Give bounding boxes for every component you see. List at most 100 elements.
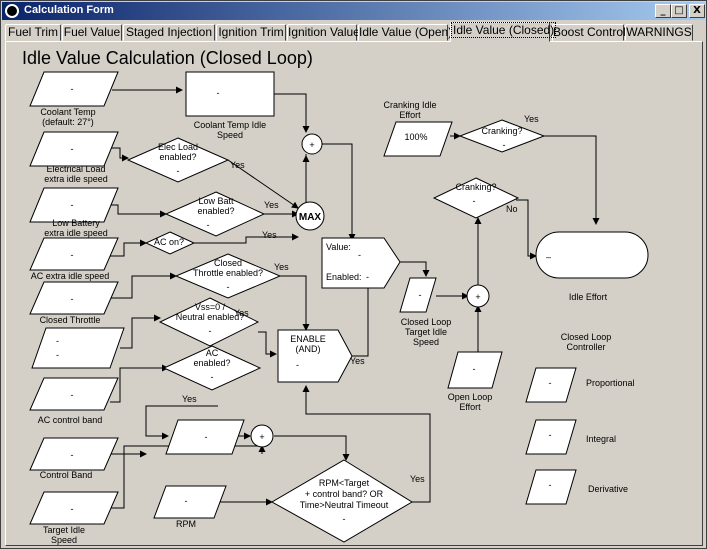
proportional-input[interactable]: - Proportional — [525, 367, 635, 403]
coolant-idle-speed-value: - — [217, 88, 220, 98]
closed-throttle-dec-value: - — [227, 282, 230, 292]
control-band-input[interactable]: - Control Band — [29, 437, 119, 480]
tab-warnings[interactable]: WARNINGS — [625, 24, 693, 41]
idle-value-flow-diagram: Idle Value Calculation (Closed Loop) — [22, 48, 649, 545]
electrical-load-input[interactable]: - Electrical Load extra idle speed — [29, 131, 119, 184]
closed-throttle-decision: Closed Throttle enabled? - Yes — [174, 253, 289, 299]
target-idle-value: - — [71, 504, 74, 514]
tab-label: WARNINGS — [626, 25, 692, 39]
cranking-idle-effort[interactable]: Cranking Idle Effort 100% — [383, 100, 453, 157]
open-loop-effort[interactable]: - Open Loop Effort — [447, 351, 503, 412]
tab-idle-value-open[interactable]: Idle Value (Open) — [358, 24, 452, 41]
ac-extra-value: - — [71, 250, 74, 260]
electrical-load-value: - — [71, 144, 74, 154]
closed-throttle-label: Closed Throttle — [40, 315, 101, 325]
closed-loop-target-label-2: Target Idle — [405, 327, 447, 337]
low-battery-label: Low Battery — [52, 218, 100, 228]
maximize-button[interactable]: □ — [671, 4, 687, 18]
ac-dec-value: - — [211, 372, 214, 382]
ac-label: AC — [206, 348, 219, 358]
elec-load-label: Elec Load — [158, 142, 198, 152]
closed-loop-target-label-3: Speed — [413, 337, 439, 347]
idle-effort-value: – — [546, 252, 551, 262]
elec-load-yes: Yes — [230, 160, 245, 170]
low-battery-sublabel: extra idle speed — [44, 228, 108, 238]
electrical-load-label: Electrical Load — [46, 164, 105, 174]
tab-ignition-trim[interactable]: Ignition Trim — [216, 24, 286, 41]
title-bar[interactable]: Calculation Form _ □ X — [2, 2, 705, 20]
proportional-label: Proportional — [586, 378, 635, 388]
elec-load-sublabel: enabled? — [159, 152, 196, 162]
coolant-temp-input[interactable]: - Coolant Temp (default: 27°) — [29, 71, 119, 127]
window-title: Calculation Form — [24, 4, 114, 16]
rpm-input[interactable]: - RPM — [153, 485, 227, 529]
enabled-value: - — [366, 272, 369, 282]
cranking-decision-bottom: Cranking? - No — [432, 177, 520, 219]
tab-ignition-value[interactable]: Ignition Value — [287, 24, 360, 41]
ac-control-band-value-1: - — [56, 336, 59, 346]
integral-value: - — [549, 430, 552, 440]
rpm-target-label-3: Time>Neutral Timeout — [300, 500, 389, 510]
integral-input[interactable]: - Integral — [525, 419, 616, 455]
sum-mid-label: + — [259, 432, 264, 442]
max-junction: MAX — [295, 201, 325, 231]
target-idle-sublabel: Speed — [51, 535, 77, 545]
cranking-bottom-label: Cranking? — [455, 182, 496, 192]
open-loop-label: Open Loop — [448, 392, 493, 402]
max-label: MAX — [299, 212, 322, 223]
sum-junction-top: + — [301, 133, 323, 155]
control-band-value: - — [71, 450, 74, 460]
enable-and-block: ENABLE (AND) - Yes — [277, 329, 365, 383]
cranking-top-label: Cranking? — [481, 126, 522, 136]
closed-throttle-input[interactable]: - Closed Throttle — [29, 281, 119, 325]
value-enabled-block: Value: - Enabled: - — [321, 237, 401, 289]
rpm-label: RPM — [176, 519, 196, 529]
tab-label: Staged Injection — [125, 25, 213, 39]
closed-loop-target-label-1: Closed Loop — [401, 317, 452, 327]
cranking-idle-sublabel: Effort — [399, 110, 421, 120]
ac-band-input[interactable]: - AC control band — [29, 377, 119, 425]
coolant-temp-default: (default: 27°) — [42, 117, 94, 127]
coolant-idle-speed-sublabel: Speed — [217, 130, 243, 140]
closed-loop-controller: Closed Loop Controller — [561, 332, 612, 352]
sum-junction-mid: + — [250, 424, 274, 448]
low-batt-label: Low Batt — [198, 196, 234, 206]
vss-sublabel: Neutral enabled? — [176, 312, 245, 322]
tab-fuel-trim[interactable]: Fuel Trim — [5, 24, 61, 41]
ac-extra-label: AC extra idle speed — [31, 271, 110, 281]
tab-label: Boost Control — [553, 25, 626, 39]
intermediate-value: - — [205, 432, 208, 442]
low-battery-input[interactable]: - Low Battery extra idle speed — [29, 187, 119, 238]
coolant-idle-speed-box: - Coolant Temp Idle Speed — [185, 71, 275, 140]
tab-label: Fuel Trim — [7, 25, 58, 39]
enabled-label: Enabled: — [326, 272, 362, 282]
ac-on-decision: AC on? Yes — [144, 230, 277, 255]
closed-loop-target-value: - — [419, 290, 422, 300]
elec-load-value: - — [177, 166, 180, 176]
ac-extra-input[interactable]: - AC extra idle speed — [29, 237, 119, 281]
tab-label: Ignition Trim — [218, 25, 284, 39]
idle-effort-label: Idle Effort — [569, 292, 608, 302]
tab-staged-injection[interactable]: Staged Injection — [123, 24, 215, 41]
tab-boost-control[interactable]: Boost Control — [552, 24, 626, 41]
intermediate-input[interactable]: - — [165, 419, 245, 455]
closed-loop-target-idle[interactable]: - Closed Loop Target Idle Speed — [399, 277, 452, 347]
derivative-value: - — [549, 480, 552, 490]
close-button[interactable]: X — [689, 4, 705, 18]
tab-fuel-value[interactable]: Fuel Value — [62, 24, 122, 41]
coolant-idle-speed-label: Coolant Temp Idle — [194, 120, 266, 130]
sum-junction-right: + — [466, 284, 490, 308]
enable-value: - — [296, 360, 299, 370]
enable-sublabel: (AND) — [296, 344, 321, 354]
minimize-button[interactable]: _ — [655, 4, 671, 18]
target-idle-input[interactable]: - Target Idle Speed — [29, 491, 119, 545]
cranking-bottom-no: No — [506, 204, 518, 214]
closed-throttle-label: Closed — [214, 258, 242, 268]
cranking-idle-label: Cranking Idle — [383, 100, 436, 110]
ac-on-yes: Yes — [262, 230, 277, 240]
ac-control-band-label: AC control band — [38, 415, 103, 425]
tab-idle-value-closed[interactable]: Idle Value (Closed) — [450, 22, 557, 42]
derivative-input[interactable]: - Derivative — [525, 469, 628, 505]
ac-control-band-input[interactable]: - - — [31, 327, 125, 369]
ac-decision: AC enabled? - Yes — [162, 345, 262, 404]
